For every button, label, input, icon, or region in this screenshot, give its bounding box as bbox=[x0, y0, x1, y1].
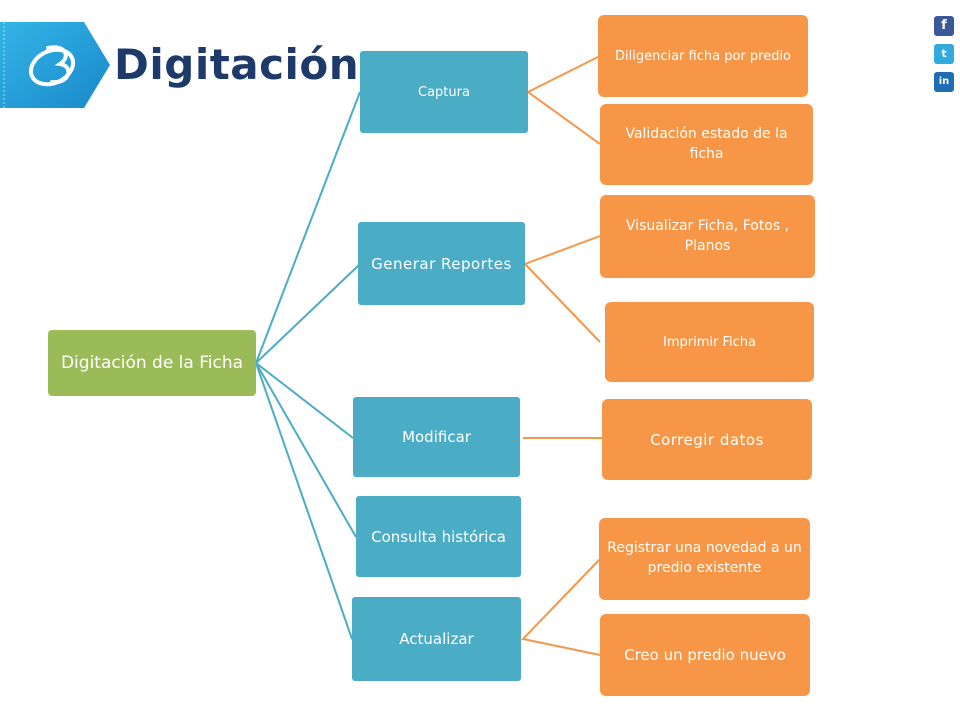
node-diligenciar-ficha: Diligenciar ficha por predio bbox=[598, 15, 808, 97]
node-crear-predio: Creo un predio nuevo bbox=[600, 614, 810, 696]
company-logo bbox=[0, 22, 110, 108]
node-validacion-estado: Validación estado de la ficha bbox=[600, 104, 813, 185]
twitter-icon[interactable]: t bbox=[934, 44, 954, 64]
node-consulta-historica: Consulta histórica bbox=[356, 496, 521, 577]
node-generar-reportes: Generar Reportes bbox=[358, 222, 525, 305]
node-visualizar-ficha: Visualizar Ficha, Fotos , Planos bbox=[600, 195, 815, 278]
linkedin-icon[interactable]: in bbox=[934, 72, 954, 92]
node-captura: Captura bbox=[360, 51, 528, 133]
node-corregir-datos: Corregir datos bbox=[602, 399, 812, 480]
node-imprimir-ficha: Imprimir Ficha bbox=[605, 302, 814, 382]
page-title: Digitación bbox=[114, 40, 360, 89]
node-root: Digitación de la Ficha bbox=[48, 330, 256, 396]
node-actualizar: Actualizar bbox=[352, 597, 521, 681]
facebook-icon[interactable]: f bbox=[934, 16, 954, 36]
node-registrar-novedad: Registrar una novedad a un predio existe… bbox=[599, 518, 810, 600]
node-modificar: Modificar bbox=[353, 397, 520, 477]
